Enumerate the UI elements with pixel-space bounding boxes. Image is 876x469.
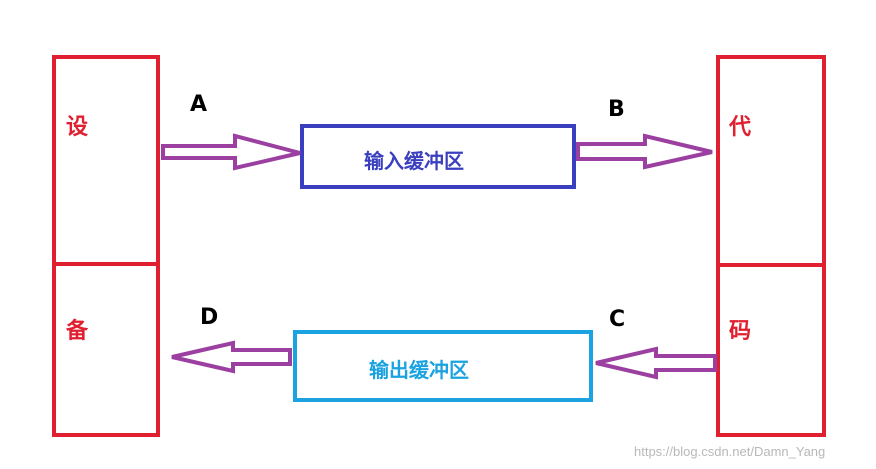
code-box-bottom xyxy=(716,263,826,437)
output-buffer-box xyxy=(293,330,593,402)
arrow-d xyxy=(171,340,292,374)
arrow-b xyxy=(576,133,713,170)
arrow-c xyxy=(595,346,717,380)
code-label-top: 代 xyxy=(729,115,752,140)
device-label-bottom: 备 xyxy=(66,319,89,344)
input-buffer-label: 输入缓冲区 xyxy=(364,149,464,173)
watermark-text: https://blog.csdn.net/Damn_Yang xyxy=(634,444,826,459)
output-buffer-label: 输出缓冲区 xyxy=(369,358,469,382)
arrow-label-a: A xyxy=(190,92,208,117)
device-label-top: 设 xyxy=(66,115,89,140)
input-buffer-box xyxy=(300,124,576,189)
device-box-bottom xyxy=(52,262,160,437)
arrow-label-d: D xyxy=(200,305,219,330)
arrow-label-c: C xyxy=(609,307,626,332)
arrow-label-b: B xyxy=(608,97,625,122)
arrow-a xyxy=(161,133,301,171)
code-label-bottom: 码 xyxy=(729,319,752,344)
